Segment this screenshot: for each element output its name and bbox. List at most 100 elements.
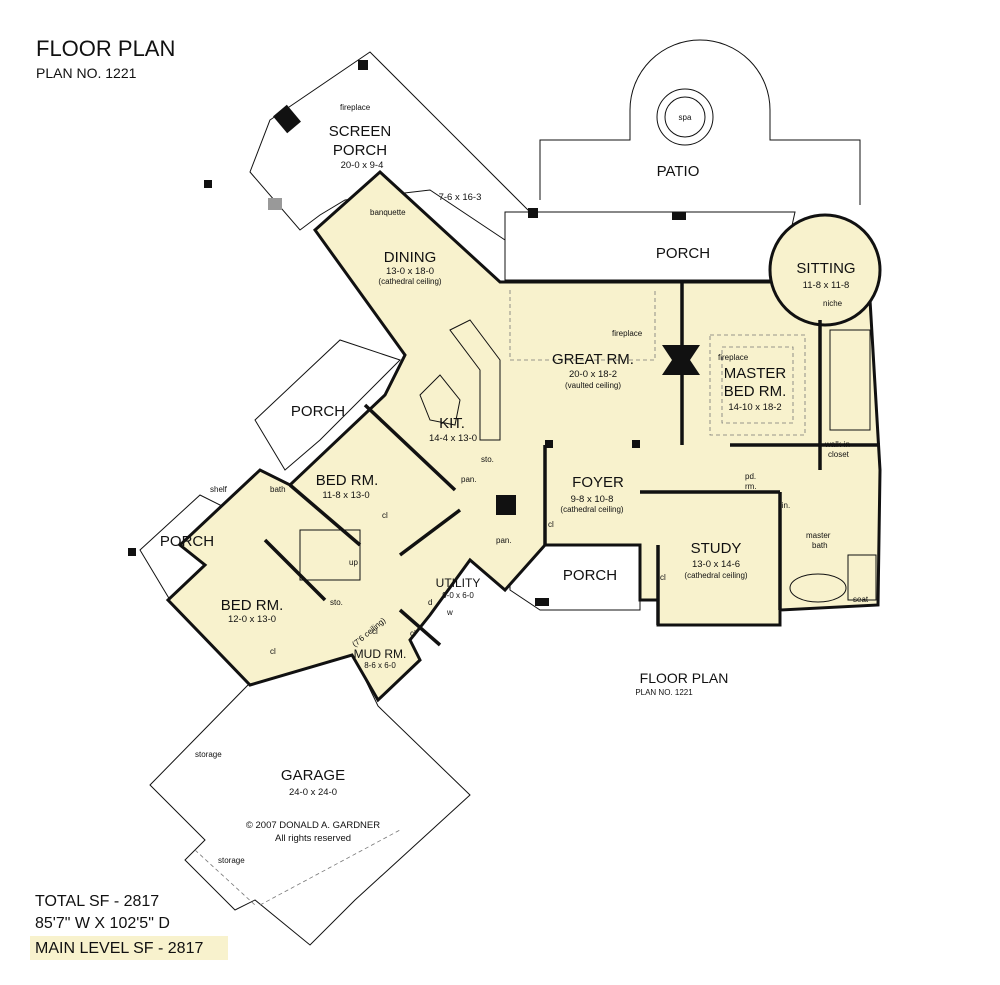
up-label: up [349, 558, 358, 567]
foyer-cl-label: cl [548, 520, 554, 529]
foyer-name: FOYER [572, 474, 624, 491]
post [545, 440, 553, 448]
study-name: STUDY [691, 540, 742, 557]
shelf-label: shelf [210, 485, 228, 494]
kit-name: KIT. [439, 415, 465, 432]
dining-note: (cathedral ceiling) [378, 277, 441, 286]
utility-name: UTILITY [436, 576, 481, 590]
foyer-pan-label: pan. [496, 536, 512, 545]
sitting-room-shape [768, 213, 882, 327]
bed-rm-1-cl-label: cl [382, 511, 388, 520]
master-shower [847, 554, 877, 601]
niche-label: niche [823, 299, 843, 308]
plan-title: FLOOR PLAN [36, 36, 175, 61]
seat-label: seat [853, 595, 869, 604]
bed-rm-1-name: BED RM. [316, 472, 379, 489]
double-fireplace [662, 345, 700, 375]
foyer-note: (cathedral ceiling) [560, 505, 623, 514]
kitchen-island [419, 374, 461, 426]
master-tray-inner [721, 346, 794, 424]
screen-porch-fireplace-label: fireplace [340, 103, 371, 112]
utility-cl-label: cl [410, 629, 416, 638]
post [358, 60, 368, 70]
garage-name: GARAGE [281, 767, 345, 784]
mud-rm-cl-label: cl [372, 627, 378, 636]
master-name-1: MASTER [724, 365, 787, 382]
sitting-dims: 11-8 x 11-8 [803, 280, 850, 291]
great-rm-ceiling [509, 290, 656, 361]
grill [268, 198, 282, 210]
bath-label: bath [270, 485, 286, 494]
post [672, 212, 686, 220]
bed-rm-2-name: BED RM. [221, 597, 284, 614]
kit-dims: 14-4 x 13-0 [429, 433, 477, 444]
walk-in-label-2: closet [828, 450, 850, 459]
master-name-2: BED RM. [724, 383, 787, 400]
dining-dims: 13-0 x 18-0 [386, 266, 434, 277]
spa-inner [664, 96, 706, 138]
kit-sto-label: sto. [481, 455, 494, 464]
stairwell [299, 529, 361, 581]
stair-wall [263, 538, 327, 602]
front-porch-name: PORCH [563, 567, 617, 584]
mud-rm-dims: 8-6 x 6-0 [364, 661, 396, 670]
sto-label: sto. [330, 598, 343, 607]
study-note: (cathedral ceiling) [684, 571, 747, 580]
foyer-dims: 9-8 x 10-8 [571, 494, 614, 505]
walk-in-label-1: walk-in [824, 440, 850, 449]
dining-name: DINING [384, 249, 437, 266]
banquette-label: banquette [370, 208, 406, 217]
total-sf: TOTAL SF - 2817 [35, 893, 159, 910]
inset-title: FLOOR PLAN [640, 670, 729, 686]
garage-rights: All rights reserved [275, 833, 351, 844]
rear-porch-name: PORCH [656, 245, 710, 262]
post [535, 598, 549, 606]
bed-rm-2-dims: 12-0 x 13-0 [228, 614, 276, 625]
utility-dims: 9-0 x 6-0 [442, 591, 474, 600]
screen-porch-side-dims: 7-6 x 16-3 [439, 192, 482, 203]
post [204, 180, 212, 188]
inset-plan-number: PLAN NO. 1221 [635, 688, 693, 697]
utility-wall [398, 608, 442, 647]
bed-rm-2-cl-label: cl [270, 647, 276, 656]
master-bath-label-2: bath [812, 541, 828, 550]
great-rm-name: GREAT RM. [552, 351, 634, 368]
kit-bed-wall [363, 403, 457, 492]
hall-wall [398, 508, 462, 557]
main-level-sf: MAIN LEVEL SF - 2817 [35, 940, 203, 957]
screen-porch-dims: 20-0 x 9-4 [341, 160, 384, 171]
study-dims: 13-0 x 14-6 [692, 559, 740, 570]
master-tray-ceiling [709, 334, 806, 436]
garage-dims: 24-0 x 24-0 [289, 787, 337, 798]
sitting-name: SITTING [796, 260, 855, 277]
master-soaking-tub [789, 573, 847, 603]
spa-outer [656, 88, 714, 146]
patio-name: PATIO [657, 163, 700, 180]
garage-storage-label-1: storage [195, 750, 222, 759]
overall-dimensions: 85'7" W X 102'5" D [35, 915, 170, 932]
pd-rm-label-1: pd. [745, 472, 756, 481]
garage-door-line-2 [259, 829, 401, 906]
screen-porch-fireplace [273, 104, 301, 134]
patio-outline [539, 39, 861, 205]
great-rm-note: (vaulted ceiling) [565, 381, 621, 390]
garage-copyright: © 2007 DONALD A. GARDNER [246, 820, 380, 831]
master-fireplace-label: fireplace [718, 353, 749, 362]
study-cl-label: cl [660, 573, 666, 582]
master-dims: 14-10 x 18-2 [728, 402, 781, 413]
dryer-label: d [428, 598, 432, 607]
rear-porch-area [504, 211, 796, 281]
bed-bath-wall [288, 483, 362, 547]
spa-label: spa [679, 113, 692, 122]
plan-number: PLAN NO. 1221 [36, 65, 137, 81]
great-rm-dims: 20-0 x 18-2 [569, 369, 617, 380]
post [632, 440, 640, 448]
far-left-porch-name: PORCH [160, 533, 214, 550]
post [528, 208, 538, 218]
post [128, 548, 136, 556]
washer-label: w [446, 608, 453, 617]
foyer-column [496, 495, 516, 515]
garage-area [149, 651, 471, 946]
master-bath-label-1: master [806, 531, 831, 540]
